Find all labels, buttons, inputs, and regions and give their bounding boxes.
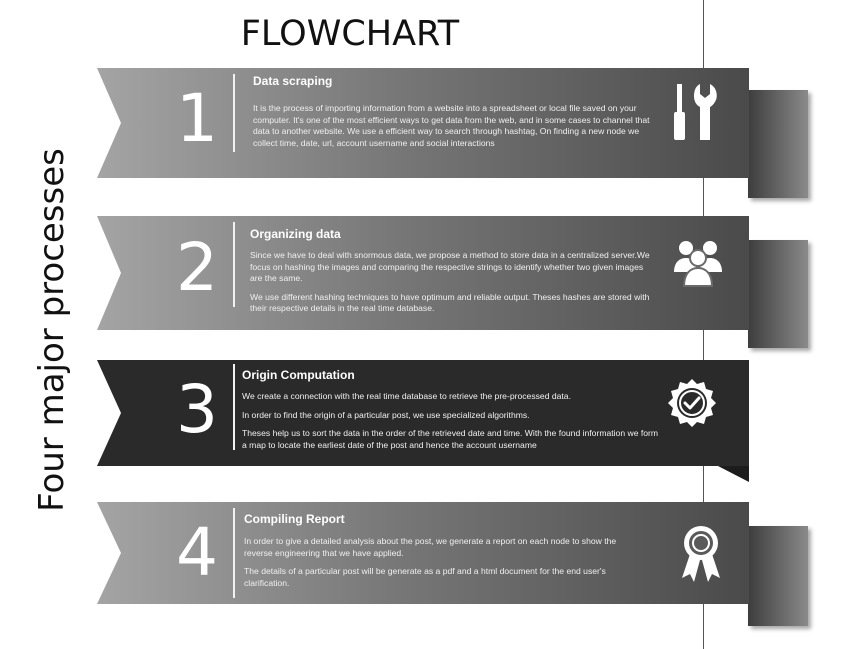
page-title: FLOWCHART xyxy=(240,14,460,54)
step-banner-2 xyxy=(97,216,749,330)
banner-fold-3 xyxy=(718,466,749,482)
step-heading-4: Compiling Report xyxy=(244,512,345,526)
step-text-2: Since we have to deal with snormous data… xyxy=(250,250,650,322)
step-divider-1 xyxy=(233,74,235,152)
step-divider-2 xyxy=(233,222,235,307)
step-paragraph: Theses help us to sort the data in the o… xyxy=(242,428,659,450)
step-text-4: In order to give a detailed analysis abo… xyxy=(244,536,644,596)
banner-shadow-4 xyxy=(748,526,808,626)
step-banner-1 xyxy=(97,68,749,178)
step-divider-4 xyxy=(233,508,235,598)
step-heading-1: Data scraping xyxy=(253,74,333,88)
step-divider-3 xyxy=(233,364,235,450)
tools-icon xyxy=(672,82,718,149)
step-paragraph: We use different hashing techniques to h… xyxy=(250,291,650,314)
step-banner-3 xyxy=(97,360,749,466)
step-paragraph: The details of a particular post will be… xyxy=(244,566,606,588)
step-paragraph: It is the process of importing informati… xyxy=(253,103,650,148)
step-text-3: We create a connection with the real tim… xyxy=(242,391,662,458)
step-number-3: 3 xyxy=(176,371,218,448)
step-paragraph: Since we have to deal with snormous data… xyxy=(250,250,650,284)
users-icon xyxy=(672,236,724,293)
step-paragraph: In order to give a detailed analysis abo… xyxy=(244,536,617,558)
step-paragraph: We create a connection with the real tim… xyxy=(242,391,571,401)
side-title: Four major processes xyxy=(32,148,72,512)
step-heading-3: Origin Computation xyxy=(242,368,355,382)
step-heading-2: Organizing data xyxy=(250,227,341,241)
step-text-1: It is the process of importing informati… xyxy=(253,103,663,156)
step-banner-4 xyxy=(97,502,749,604)
step-number-1: 1 xyxy=(176,80,218,157)
badge-check-icon xyxy=(664,377,720,438)
banner-shadow-1 xyxy=(748,90,808,198)
step-number-4: 4 xyxy=(176,514,218,591)
award-ribbon-icon xyxy=(678,524,724,589)
banner-shadow-2 xyxy=(748,240,808,348)
step-paragraph: In order to find the origin of a particu… xyxy=(242,409,530,420)
step-number-2: 2 xyxy=(176,229,218,306)
